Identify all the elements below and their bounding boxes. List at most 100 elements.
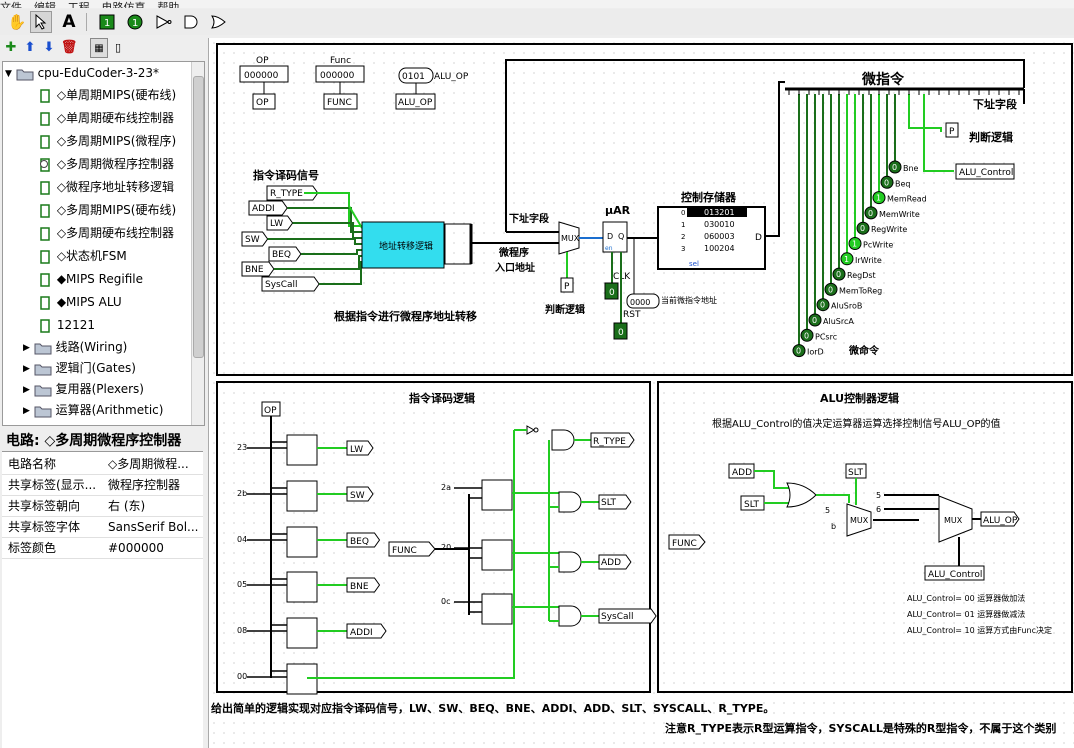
signal-label: Beq — [895, 179, 911, 188]
input-pin-button[interactable]: 1 — [96, 11, 118, 33]
property-value[interactable]: SansSerif Bol... — [108, 520, 199, 534]
alu-add-label: ADD — [732, 468, 752, 478]
circuit-item[interactable]: ◇多周期MIPS(硬布线) — [37, 199, 176, 221]
decode-title: 指令译码逻辑 — [409, 391, 475, 405]
decode-out-tunnel — [346, 577, 381, 593]
library-folder[interactable]: ▶ 复用器(Plexers) — [23, 378, 144, 400]
property-value[interactable]: 右 (东) — [108, 499, 146, 513]
micro-title: 微指令 — [861, 71, 905, 88]
and-gate-button[interactable] — [180, 11, 202, 33]
op-zero-wire — [307, 430, 515, 679]
decode-out-tunnel — [346, 486, 374, 502]
current-addr-label: 当前微指令地址 — [661, 295, 717, 305]
property-value[interactable]: ◇多周期微程... — [108, 457, 189, 471]
menu-simulate[interactable]: 电路仿真 — [101, 1, 146, 8]
circuit-item[interactable]: ◇单周期硬布线控制器 — [37, 107, 174, 129]
next-addr-label: 下址字段 — [509, 212, 549, 225]
control-store-rom[interactable] — [657, 206, 766, 270]
func-and-0: SLT — [549, 491, 632, 513]
explorer-scrollbar[interactable] — [191, 62, 204, 425]
arrow-icon — [35, 14, 47, 30]
tunnel-shape — [248, 200, 288, 216]
library-folder[interactable]: ▶ 逻辑门(Gates) — [23, 357, 136, 379]
buffer-gate-button[interactable] — [152, 11, 174, 33]
rst-label: RST — [623, 310, 641, 320]
property-value[interactable]: #000000 — [108, 541, 164, 555]
comparator-const: 04 — [237, 535, 247, 544]
explorer-scroll-thumb[interactable] — [193, 76, 204, 358]
tunnel-shape — [241, 231, 269, 247]
alu-func-label: FUNC — [672, 539, 697, 549]
rom-row-value: 013201 — [704, 208, 735, 217]
rom-row-value: 030010 — [704, 220, 735, 229]
comparator-box — [286, 434, 318, 466]
add-circuit-button[interactable]: ✚ — [3, 38, 19, 56]
alu-mux-2[interactable] — [938, 495, 973, 543]
aluop-bits: 0101 — [402, 72, 425, 82]
comparator-box — [286, 480, 318, 512]
circuit-icon — [40, 88, 50, 103]
delete-circuit-button[interactable]: 🗑 — [61, 38, 78, 56]
property-value[interactable]: 微程序控制器 — [108, 478, 181, 492]
tunnel-label: BNE — [245, 265, 264, 275]
circuit-svg[interactable]: OP 000000 OP Func 000000 FUNC 0101 ALU_O… — [209, 38, 1074, 748]
address-transfer-label: 地址转移逻辑 — [379, 240, 433, 252]
select-tool-button[interactable] — [30, 11, 52, 33]
layout-view-button[interactable]: ▦ — [90, 38, 108, 58]
add-wire — [754, 470, 789, 489]
rst-input-pin[interactable] — [613, 322, 628, 340]
property-row[interactable]: 共享标签(显示...微程序控制器 — [2, 475, 203, 496]
appearance-view-button[interactable]: ▯ — [110, 38, 126, 56]
circuit-item[interactable]: ◇多周期MIPS(微程序) — [37, 130, 176, 152]
property-row[interactable]: 标签颜色#000000 — [2, 538, 203, 559]
output-pin-button[interactable]: 1 — [124, 11, 146, 33]
uar-q: Q — [618, 232, 624, 241]
menu-help[interactable]: 帮助 — [157, 1, 180, 8]
library-folder[interactable]: ▶ 线路(Wiring) — [23, 336, 127, 358]
circuit-icon — [40, 180, 50, 195]
hand-tool-button[interactable]: ✋ — [6, 11, 28, 33]
layout-icon: ▦ — [94, 42, 104, 54]
signal-label: PcWrite — [863, 241, 893, 250]
circuit-item[interactable]: ◇状态机FSM — [37, 245, 127, 267]
func-out-label: ADD — [601, 558, 621, 568]
menu-edit[interactable]: 编辑 — [33, 1, 56, 8]
circuit-item[interactable]: ◇多周期微程序控制器 — [37, 153, 174, 175]
property-row[interactable]: 共享标签朝向右 (东) — [2, 496, 203, 517]
comparator-const: 23 — [237, 443, 247, 452]
judge-tunnel-1 — [560, 277, 574, 293]
clk-input-pin[interactable] — [604, 282, 619, 300]
project-root[interactable]: ▼ cpu-EduCoder-3-23* — [5, 62, 159, 84]
judge-p1: P — [564, 282, 570, 292]
circuit-item[interactable]: ◆MIPS Regifile — [37, 268, 143, 290]
circuit-item[interactable]: ◇微程序地址转移逻辑 — [37, 176, 174, 198]
signal-label: Bne — [903, 164, 919, 173]
circuit-canvas[interactable]: OP 000000 OP Func 000000 FUNC 0101 ALU_O… — [208, 38, 1074, 748]
property-key: 电路名称 — [8, 457, 57, 471]
address-mux[interactable] — [558, 221, 580, 255]
circuit-item-label: ◆MIPS ALU — [56, 295, 122, 309]
circuit-item[interactable]: ◇单周期MIPS(硬布线) — [37, 84, 176, 106]
text-tool-button[interactable]: A — [58, 11, 80, 33]
property-row[interactable]: 电路名称 ◇多周期微程... — [2, 454, 203, 475]
or-gate-button[interactable] — [208, 11, 230, 33]
move-down-button[interactable]: ⬇ — [41, 38, 57, 56]
address-transfer-box[interactable] — [361, 221, 445, 269]
rtype-and-gate — [551, 429, 575, 451]
library-folder[interactable]: ▶ 运算器(Arithmetic) — [23, 399, 163, 421]
alu-control-tunnel — [955, 163, 1015, 180]
folder-icon — [34, 364, 52, 375]
menu-project[interactable]: 工程 — [67, 1, 90, 8]
menu-file[interactable]: 文件 — [0, 1, 22, 8]
move-up-button[interactable]: ⬆ — [22, 38, 38, 56]
alu-mux-1[interactable] — [846, 503, 872, 537]
circuit-item[interactable]: 12121 — [37, 314, 95, 336]
signal-value: 0 — [820, 301, 825, 310]
circuit-item[interactable]: ◇多周期硬布线控制器 — [37, 222, 174, 244]
circuit-item[interactable]: ◆MIPS ALU — [37, 291, 122, 313]
